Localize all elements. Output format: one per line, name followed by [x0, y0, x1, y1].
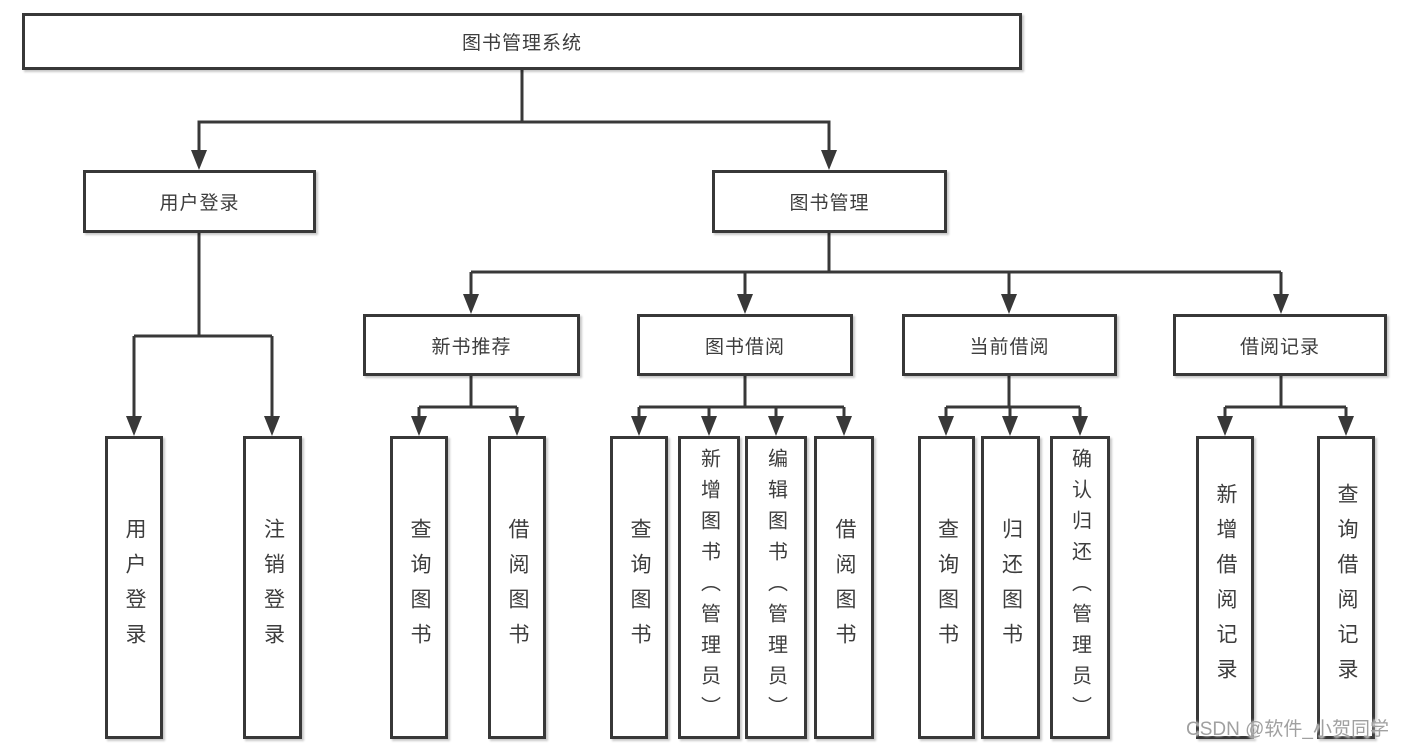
node-book-borrowing: 图书借阅 [637, 314, 853, 376]
leaf-user-login: 用户登录 [105, 436, 163, 739]
leaf-return-books: 归还图书 [981, 436, 1040, 739]
leaf-query-borrow-record: 查询借阅记录 [1317, 436, 1375, 739]
watermark-text: CSDN @软件_小贺同学 [1186, 719, 1389, 740]
leaf-logout: 注销登录 [243, 436, 302, 739]
leaf-query-books-current: 查询图书 [918, 436, 975, 739]
leaf-add-borrow-record: 新增借阅记录 [1196, 436, 1254, 739]
leaf-borrow-books-recommend: 借阅图书 [488, 436, 546, 739]
node-new-book-recommend: 新书推荐 [363, 314, 580, 376]
leaf-confirm-return-admin: 确认归还（管理员） [1050, 436, 1110, 739]
leaf-query-books-recommend: 查询图书 [390, 436, 448, 739]
node-borrowing-records: 借阅记录 [1173, 314, 1387, 376]
node-current-borrowing: 当前借阅 [902, 314, 1117, 376]
leaf-borrow-books-borrowing: 借阅图书 [814, 436, 874, 739]
leaf-add-book-admin: 新增图书（管理员） [678, 436, 740, 739]
leaf-query-books-borrowing: 查询图书 [610, 436, 668, 739]
leaf-edit-book-admin: 编辑图书（管理员） [745, 436, 807, 739]
node-system-root: 图书管理系统 [22, 13, 1022, 70]
node-user-login: 用户登录 [83, 170, 316, 233]
node-book-management: 图书管理 [712, 170, 947, 233]
